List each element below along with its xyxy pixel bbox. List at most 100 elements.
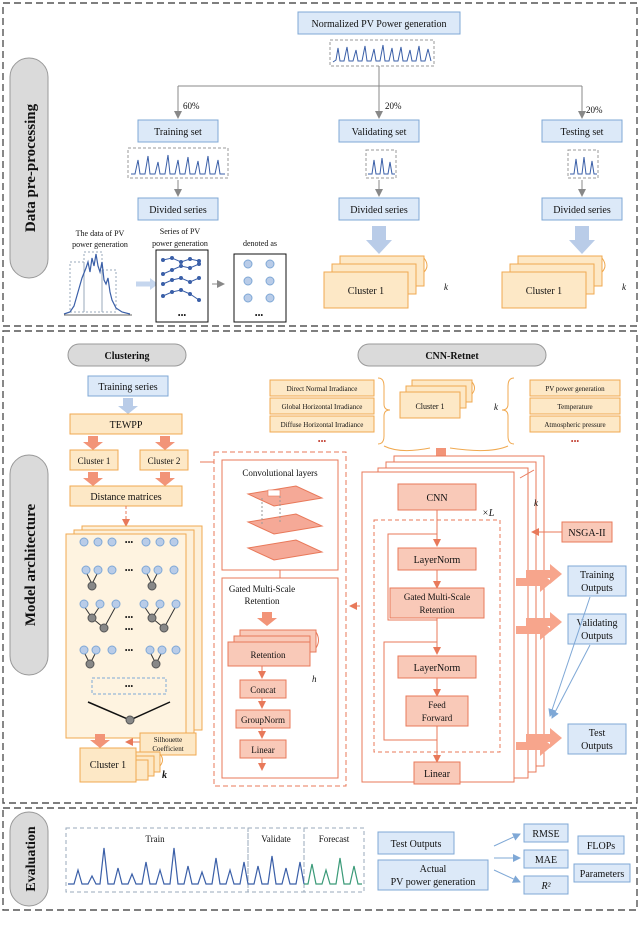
denoted-box-dots: ••• bbox=[255, 311, 264, 320]
denoted-as-label: denoted as bbox=[243, 239, 277, 248]
feedforward-box: Feed Forward bbox=[405, 695, 469, 727]
training-out-line1: Training bbox=[580, 570, 614, 581]
inputs-cluster-label: Cluster 1 bbox=[415, 402, 444, 411]
validating-series bbox=[368, 157, 395, 175]
series-label-line2: power generation bbox=[152, 239, 208, 248]
divided-series-val-label: Divided series bbox=[350, 205, 408, 216]
testing-set-label: Testing set bbox=[561, 127, 604, 138]
testing-series-frame bbox=[567, 149, 599, 179]
arrow-eval-r2 bbox=[493, 869, 521, 883]
brace-left bbox=[377, 377, 391, 445]
brace-bottom-left bbox=[383, 445, 431, 452]
cluster2-box: Cluster 2 bbox=[139, 449, 189, 471]
concat-box: Concat bbox=[239, 679, 287, 699]
series-box-dots: ••• bbox=[178, 311, 187, 320]
tree-row3-dots: ••• bbox=[125, 613, 134, 622]
tree-row2-dots: ••• bbox=[125, 566, 134, 575]
inputs-right-dots: ••• bbox=[571, 437, 580, 446]
linear-out-box: Linear bbox=[413, 761, 461, 785]
arrow-eval-rmse bbox=[493, 833, 521, 847]
dendrogram-stack: ••• ••• ••• ••• ••• ••• bbox=[65, 525, 203, 739]
arrow-val-cluster bbox=[366, 226, 392, 254]
source-series-frame bbox=[329, 39, 435, 67]
clustering-header: Clustering bbox=[67, 343, 187, 367]
pv-daily-curve bbox=[63, 251, 132, 316]
distance-label: Distance matrices bbox=[90, 492, 161, 503]
inputs-left: Direct Normal Irradiance Global Horizont… bbox=[269, 379, 375, 446]
training-out-line2: Outputs bbox=[581, 583, 613, 594]
inputs-cluster-stack: Cluster 1 k bbox=[399, 379, 499, 419]
mae-label: MAE bbox=[535, 855, 557, 866]
eval-actual-line1: Actual bbox=[420, 864, 447, 875]
flops-label: FLOPs bbox=[587, 841, 615, 852]
data-label-line1: The data of PV bbox=[76, 229, 125, 238]
section-label-preprocessing: Data pre-processing bbox=[23, 103, 39, 232]
parameters-box: Parameters bbox=[573, 863, 631, 883]
distance-box: Distance matrices bbox=[69, 485, 183, 507]
residual-2 bbox=[383, 641, 437, 741]
validating-set-box: Validating set bbox=[338, 119, 420, 143]
conv-layers-graphic bbox=[246, 485, 324, 561]
layernorm1-label: LayerNorm bbox=[414, 555, 461, 566]
validating-set-label: Validating set bbox=[352, 127, 407, 138]
model-frame bbox=[2, 330, 638, 804]
eval-val-frame bbox=[247, 827, 305, 893]
retention-stack: Retention h bbox=[227, 629, 319, 684]
nsga-box: NSGA-II bbox=[561, 521, 613, 543]
validating-outputs-box: Validating Outputs bbox=[567, 613, 627, 645]
tree-row5-dots: ••• bbox=[125, 682, 134, 691]
rmse-box: RMSE bbox=[523, 823, 569, 843]
cnn-retnet-header: CNN-Retnet bbox=[357, 343, 547, 367]
eval-forecast-label: Forecast bbox=[319, 834, 350, 844]
arrow-tewpp-c1 bbox=[83, 436, 103, 450]
gated-box: Gated Multi-Scale Retention bbox=[389, 587, 485, 619]
arrow-tewpp-c2 bbox=[155, 436, 175, 450]
silhouette-box: Silhouette Coefficient bbox=[139, 732, 197, 756]
clustering-title: Clustering bbox=[105, 351, 150, 362]
tewpp-label: TEWPP bbox=[110, 420, 143, 431]
arrow-c1-dist bbox=[83, 472, 103, 486]
silhouette-line1: Silhouette bbox=[154, 736, 182, 744]
inputs-left-dots: ••• bbox=[318, 437, 327, 446]
cnn-box: CNN bbox=[397, 483, 477, 511]
rmse-label: RMSE bbox=[532, 829, 559, 840]
section-pill-preprocessing: Data pre-processing bbox=[9, 57, 49, 279]
r2-label: R² bbox=[540, 881, 551, 892]
layernorm2-label: LayerNorm bbox=[414, 663, 461, 674]
denoted-box: ••• bbox=[233, 253, 287, 323]
detail-panel-frame bbox=[213, 451, 347, 787]
section-label-model: Model architecture bbox=[23, 504, 39, 627]
eval-series-forecast bbox=[304, 857, 362, 885]
section-pill-model: Model architecture bbox=[9, 454, 49, 676]
val-cluster-k: k bbox=[444, 282, 449, 292]
silhouette-line2: Coefficient bbox=[152, 745, 183, 753]
linear-out-label: Linear bbox=[424, 769, 451, 780]
gmsr-line2: Retention bbox=[245, 596, 280, 606]
validating-out-line1: Validating bbox=[576, 618, 617, 629]
result-cluster-k: k bbox=[162, 770, 167, 781]
inputs-right: PV power generation Temperature Atmosphe… bbox=[529, 379, 621, 446]
eval-series-main bbox=[68, 847, 305, 885]
test-out-line1: Test bbox=[589, 728, 606, 739]
section-pill-evaluation: Evaluation bbox=[9, 811, 49, 907]
ff-line2: Forward bbox=[422, 713, 453, 723]
data-label-line2: power generation bbox=[72, 240, 128, 249]
source-label: Normalized PV Power generation bbox=[311, 19, 446, 30]
training-series bbox=[131, 154, 225, 175]
cluster1-box: Cluster 1 bbox=[69, 449, 119, 471]
source-series bbox=[332, 44, 432, 63]
tewpp-box: TEWPP bbox=[69, 413, 183, 435]
tree-row3b-dots: ••• bbox=[125, 625, 134, 634]
test-out-line2: Outputs bbox=[581, 741, 613, 752]
training-series-box: Training series bbox=[87, 375, 169, 397]
ff-line1: Feed bbox=[428, 700, 446, 710]
divided-series-val: Divided series bbox=[338, 197, 420, 221]
val-cluster-stack: Cluster 1 k bbox=[323, 255, 449, 309]
split-test-pct: 20% bbox=[586, 105, 603, 115]
testing-series bbox=[570, 156, 597, 175]
arrow-test-cluster bbox=[569, 226, 595, 254]
groupnorm-box: GroupNorm bbox=[235, 709, 291, 729]
input-pressure: Atmospheric pressure bbox=[544, 421, 605, 429]
arrow-c2-dist bbox=[155, 472, 175, 486]
testing-set-box: Testing set bbox=[541, 119, 623, 143]
